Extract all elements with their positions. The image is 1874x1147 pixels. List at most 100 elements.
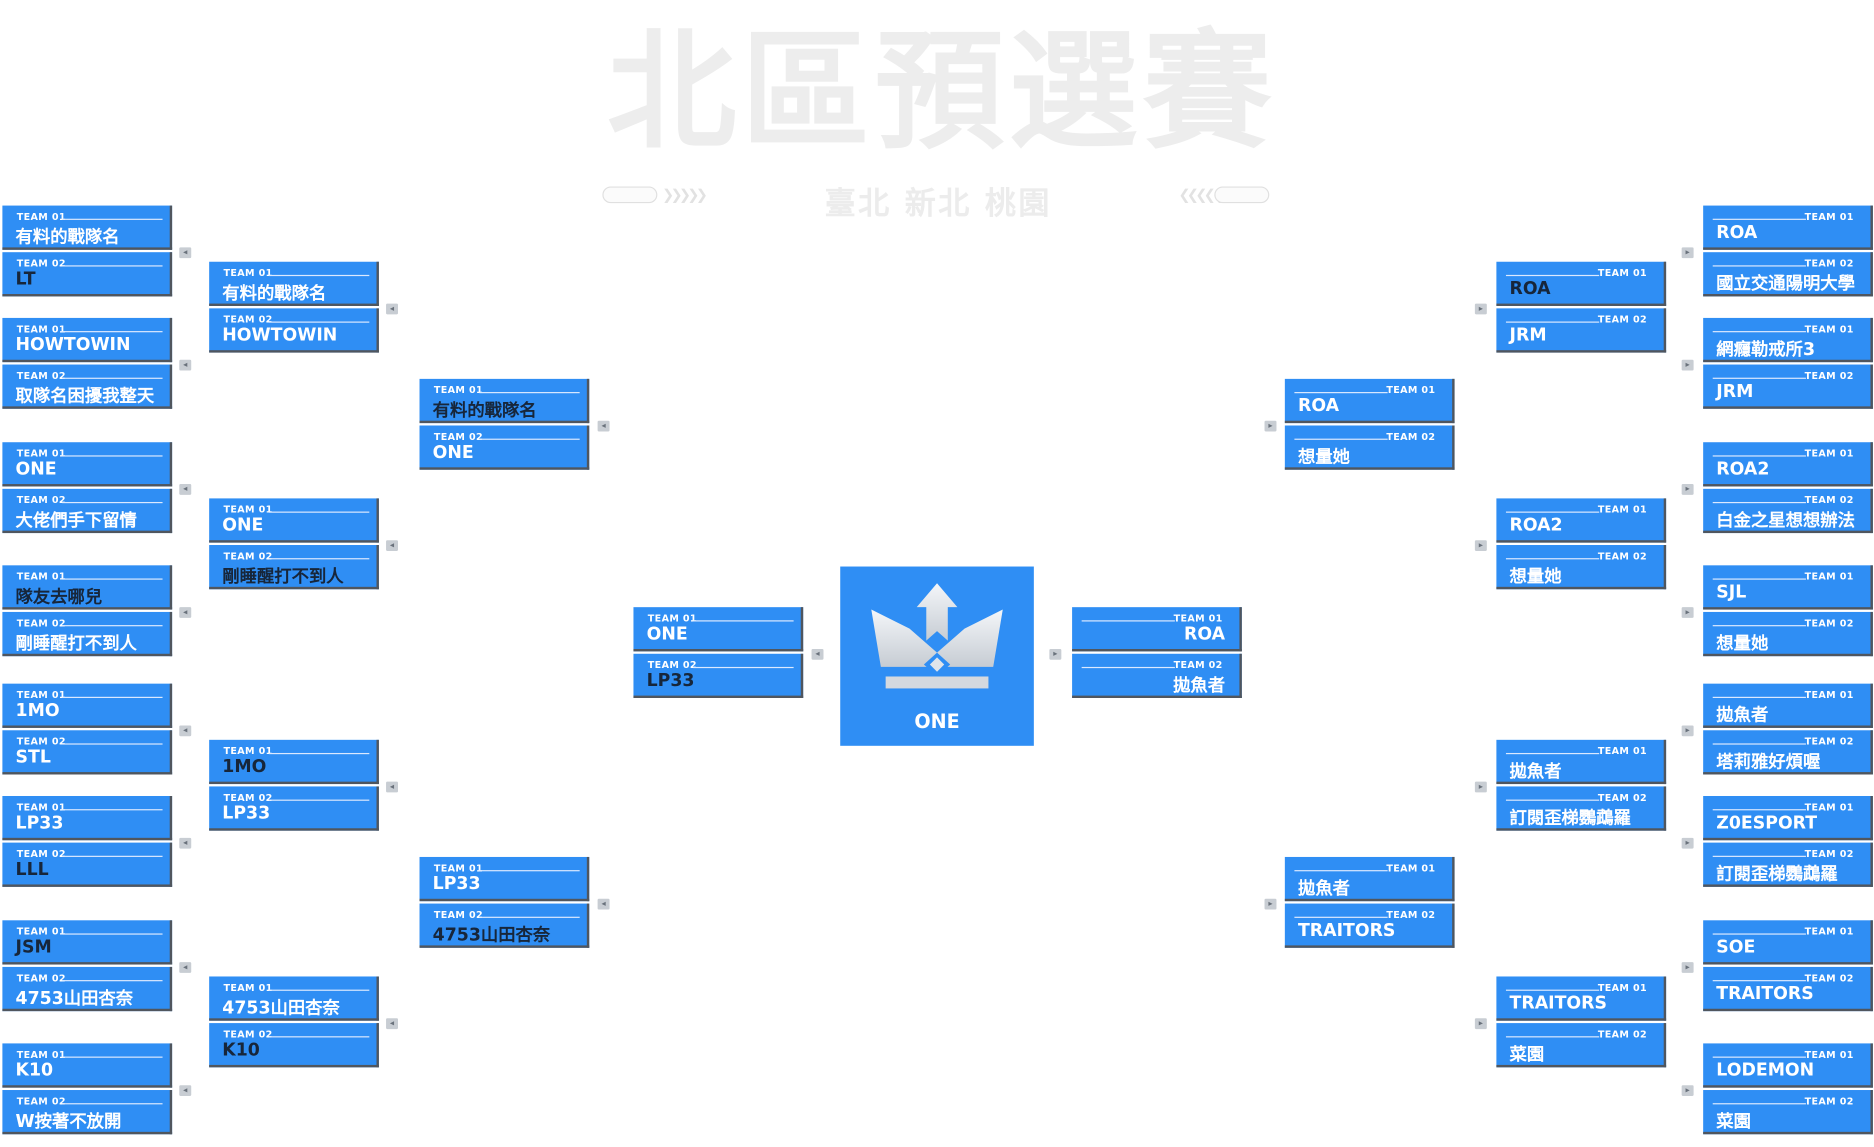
- advance-arrow-icon[interactable]: ▸: [1474, 781, 1487, 793]
- advance-arrow-icon[interactable]: ◂: [179, 247, 192, 259]
- advance-arrow-icon[interactable]: ◂: [597, 898, 610, 910]
- advance-arrow-icon[interactable]: ▸: [1264, 420, 1277, 432]
- advance-arrow-icon[interactable]: ◂: [386, 303, 399, 315]
- advance-arrow-icon[interactable]: ▸: [1681, 962, 1694, 973]
- advance-arrow-icon[interactable]: ◂: [179, 1085, 192, 1096]
- advance-arrow-icon[interactable]: ◂: [386, 1018, 399, 1030]
- advance-arrow-icon[interactable]: ▸: [1049, 648, 1062, 660]
- advance-arrow-icon[interactable]: ▸: [1681, 725, 1694, 737]
- advance-arrow-icon[interactable]: ▸: [1681, 484, 1694, 495]
- advance-arrow-icon[interactable]: ▸: [1681, 1085, 1694, 1096]
- advance-arrow-icon[interactable]: ◂: [179, 484, 192, 495]
- advance-arrow-icon[interactable]: ◂: [179, 359, 192, 371]
- advance-arrow-icon[interactable]: ▸: [1474, 1018, 1487, 1030]
- advance-arrow-icon[interactable]: ▸: [1681, 607, 1694, 618]
- advance-arrow-icon[interactable]: ◂: [386, 540, 399, 551]
- advance-arrow-icon[interactable]: ◂: [811, 648, 824, 660]
- champion-card[interactable]: ONE: [840, 566, 1034, 746]
- advance-arrow-icon[interactable]: ▸: [1264, 898, 1277, 910]
- advance-arrow-icon[interactable]: ▸: [1474, 540, 1487, 551]
